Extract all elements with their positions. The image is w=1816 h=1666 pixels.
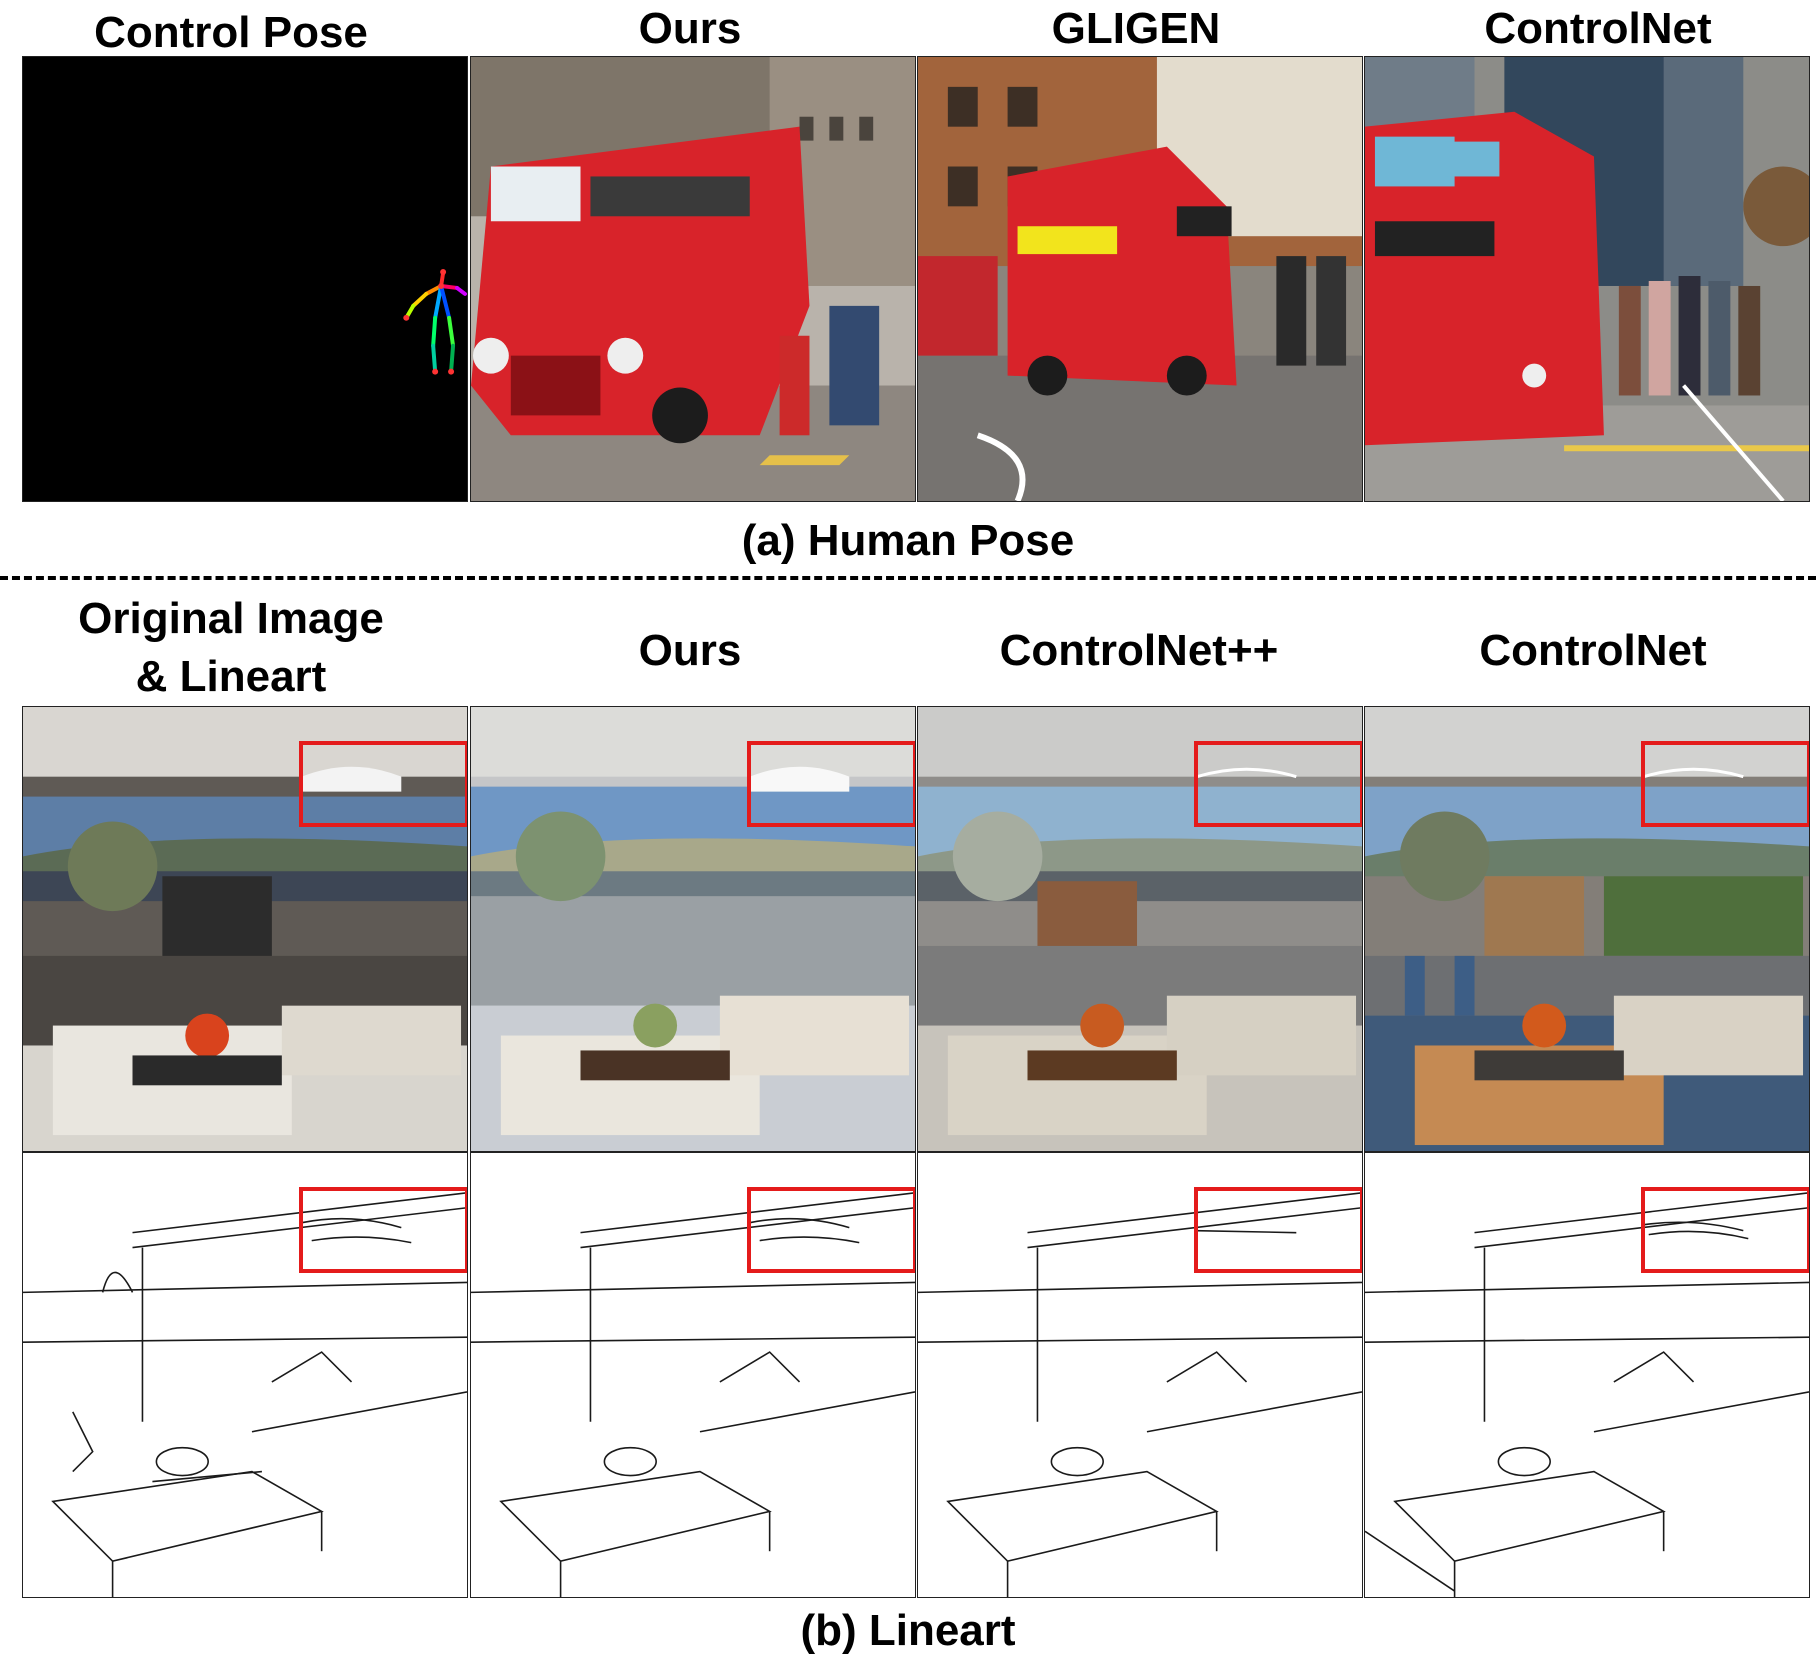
header-controlnet-plus-plus: ControlNet++: [999, 626, 1279, 675]
section-divider: [0, 576, 1816, 580]
header-controlnet-b: ControlNet: [1479, 626, 1707, 675]
pose-control-image: [22, 56, 468, 502]
highlight-box: [1194, 741, 1362, 827]
highlight-box: [1194, 1187, 1362, 1273]
interior-scene: [1365, 707, 1809, 1151]
highlight-box: [1641, 741, 1809, 827]
pose-skeleton-figure: [23, 57, 467, 501]
header-control-pose: Control Pose: [94, 8, 368, 57]
lineart-sketch-ours: [470, 1152, 916, 1598]
highlight-box: [747, 741, 915, 827]
header-gligen: GLIGEN: [1051, 4, 1221, 53]
header-ours-a: Ours: [638, 4, 742, 53]
header-controlnet-a: ControlNet: [1484, 4, 1712, 53]
lineart-sketch: [471, 1153, 915, 1597]
caption-a: (a) Human Pose: [741, 516, 1075, 565]
lineart-ours-interior-image: [470, 706, 916, 1152]
caption-b: (b) Lineart: [800, 1606, 1016, 1655]
pose-ours-bus-image: [470, 56, 916, 502]
pose-gligen-bus-image: [917, 56, 1363, 502]
interior-scene: [471, 707, 915, 1151]
header-original-image-lineart: Original Image & Lineart: [78, 594, 384, 701]
header-ours-b: Ours: [638, 626, 742, 675]
bus-scene: [1365, 57, 1809, 501]
lineart-controlnet-plus-plus-interior-image: [917, 706, 1363, 1152]
lineart-sketch-original: [22, 1152, 468, 1598]
original-interior-image: [22, 706, 468, 1152]
lineart-sketch: [918, 1153, 1362, 1597]
pose-controlnet-bus-image: [1364, 56, 1810, 502]
highlight-box: [1641, 1187, 1809, 1273]
interior-scene: [23, 707, 467, 1151]
bus-scene: [471, 57, 915, 501]
lineart-controlnet-interior-image: [1364, 706, 1810, 1152]
lineart-sketch-controlnet-plus-plus: [917, 1152, 1363, 1598]
interior-scene: [918, 707, 1362, 1151]
lineart-sketch: [23, 1153, 467, 1597]
highlight-box: [299, 741, 467, 827]
bus-scene: [918, 57, 1362, 501]
highlight-box: [299, 1187, 467, 1273]
highlight-box: [747, 1187, 915, 1273]
lineart-sketch-controlnet: [1364, 1152, 1810, 1598]
